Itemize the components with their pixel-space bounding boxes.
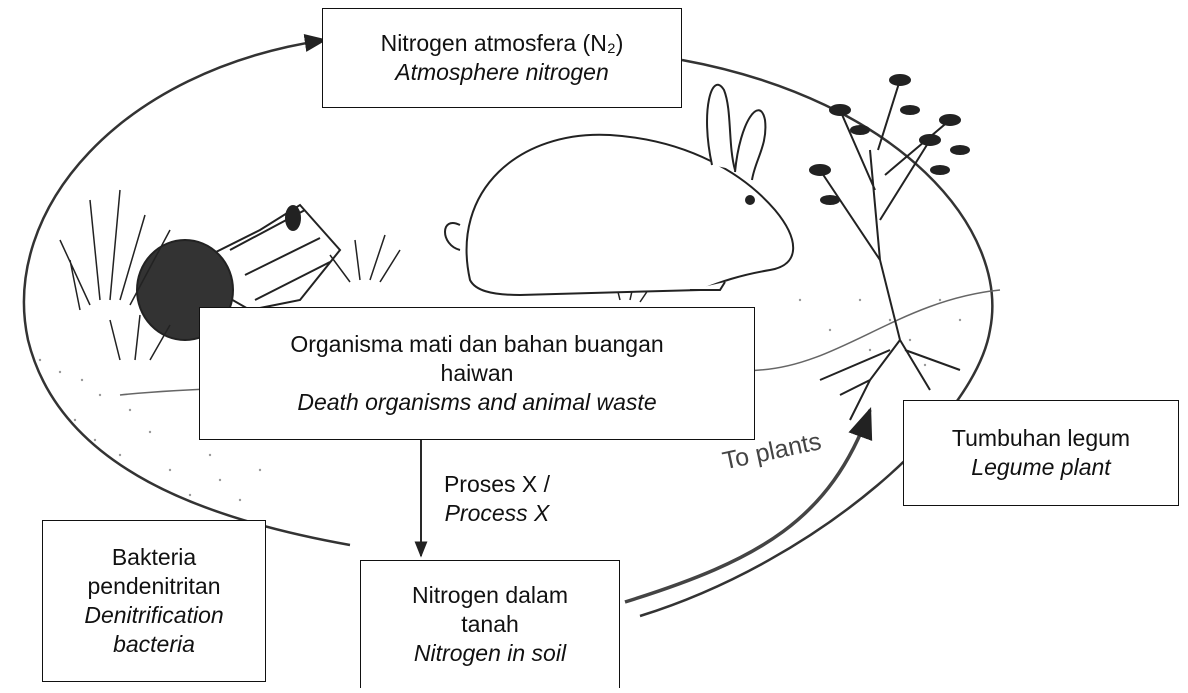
dead-organisms-label-ms-2: haiwan [441, 359, 514, 388]
legume-label-en: Legume plant [971, 453, 1110, 482]
dead-organisms-label-ms-1: Organisma mati dan bahan buangan [290, 330, 663, 359]
soil-label-en: Nitrogen in soil [414, 639, 566, 668]
soil-nitrogen-box: Nitrogen dalam tanah Nitrogen in soil [360, 560, 620, 688]
denitrification-label-en-2: bacteria [113, 630, 195, 659]
denitrification-label-en-1: Denitrification [84, 601, 223, 630]
legume-label-ms: Tumbuhan legum [952, 424, 1130, 453]
legume-plant [810, 75, 969, 420]
dead-organisms-label-en: Death organisms and animal waste [297, 388, 656, 417]
atmosphere-nitrogen-box: Nitrogen atmosfera (N₂) Atmosphere nitro… [322, 8, 682, 108]
dead-organisms-box: Organisma mati dan bahan buangan haiwan … [199, 307, 755, 440]
denitrification-bacteria-box: Bakteria pendenitritan Denitrification b… [42, 520, 266, 682]
process-label-en: Process X [432, 499, 562, 528]
process-label-ms: Proses X / [432, 470, 562, 499]
process-x-label: Proses X / Process X [432, 470, 562, 528]
denitrification-label-ms-1: Bakteria [112, 543, 196, 572]
rabbit [445, 85, 793, 295]
soil-label-ms-1: Nitrogen dalam [412, 581, 568, 610]
legume-plant-box: Tumbuhan legum Legume plant [903, 400, 1179, 506]
atmosphere-label-en: Atmosphere nitrogen [395, 58, 609, 87]
soil-label-ms-2: tanah [461, 610, 519, 639]
atmosphere-label-ms: Nitrogen atmosfera (N₂) [381, 29, 624, 58]
denitrification-label-ms-2: pendenitritan [88, 572, 221, 601]
